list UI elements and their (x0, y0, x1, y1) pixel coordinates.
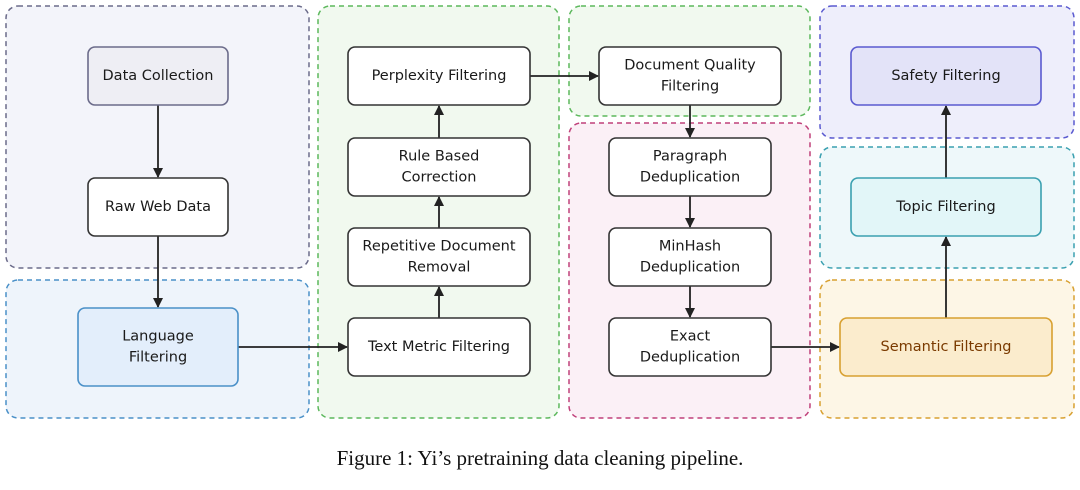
node-raw-web-data: Raw Web Data (87, 177, 229, 237)
node-box-rule-based-correction (347, 137, 531, 197)
node-topic-filtering: Topic Filtering (850, 177, 1042, 237)
node-label-repetitive-document-removal: Removal (408, 260, 471, 276)
node-box-document-quality-filtering (598, 46, 782, 106)
node-label-rule-based-correction: Correction (401, 170, 476, 186)
node-label-exact-deduplication: Deduplication (640, 350, 740, 366)
node-box-raw-web-data (87, 177, 229, 237)
node-label-paragraph-deduplication: Deduplication (640, 170, 740, 186)
node-label-document-quality-filtering: Filtering (661, 79, 719, 95)
node-label-language-filtering: Language (122, 329, 194, 345)
node-box-repetitive-document-removal (347, 227, 531, 287)
figure-caption: Figure 1: Yi’s pretraining data cleaning… (336, 446, 744, 470)
node-box-paragraph-deduplication (608, 137, 772, 197)
node-label-safety-filtering: Safety Filtering (891, 68, 1000, 84)
node-label-semantic-filtering: Semantic Filtering (881, 339, 1012, 355)
node-box-data-collection (87, 46, 229, 106)
node-box-topic-filtering (850, 177, 1042, 237)
node-label-perplexity-filtering: Perplexity Filtering (372, 68, 507, 84)
node-semantic-filtering: Semantic Filtering (839, 317, 1053, 377)
node-label-repetitive-document-removal: Repetitive Document (362, 239, 515, 255)
node-box-safety-filtering (850, 46, 1042, 106)
node-data-collection: Data Collection (87, 46, 229, 106)
node-label-exact-deduplication: Exact (670, 329, 711, 345)
node-box-semantic-filtering (839, 317, 1053, 377)
node-label-language-filtering: Filtering (129, 350, 187, 366)
node-label-minhash-deduplication: Deduplication (640, 260, 740, 276)
node-label-text-metric-filtering: Text Metric Filtering (367, 339, 510, 355)
node-box-language-filtering (77, 307, 239, 387)
node-box-exact-deduplication (608, 317, 772, 377)
node-label-topic-filtering: Topic Filtering (895, 199, 995, 215)
node-box-text-metric-filtering (347, 317, 531, 377)
node-label-data-collection: Data Collection (103, 68, 214, 84)
node-safety-filtering: Safety Filtering (850, 46, 1042, 106)
edges-layer (153, 71, 951, 352)
node-label-paragraph-deduplication: Paragraph (653, 149, 727, 165)
node-box-minhash-deduplication (608, 227, 772, 287)
node-label-document-quality-filtering: Document Quality (624, 58, 756, 74)
node-text-metric-filtering: Text Metric Filtering (347, 317, 531, 377)
node-perplexity-filtering: Perplexity Filtering (347, 46, 531, 106)
node-label-raw-web-data: Raw Web Data (105, 199, 211, 215)
node-box-perplexity-filtering (347, 46, 531, 106)
node-label-rule-based-correction: Rule Based (399, 149, 480, 165)
node-label-minhash-deduplication: MinHash (659, 239, 721, 255)
